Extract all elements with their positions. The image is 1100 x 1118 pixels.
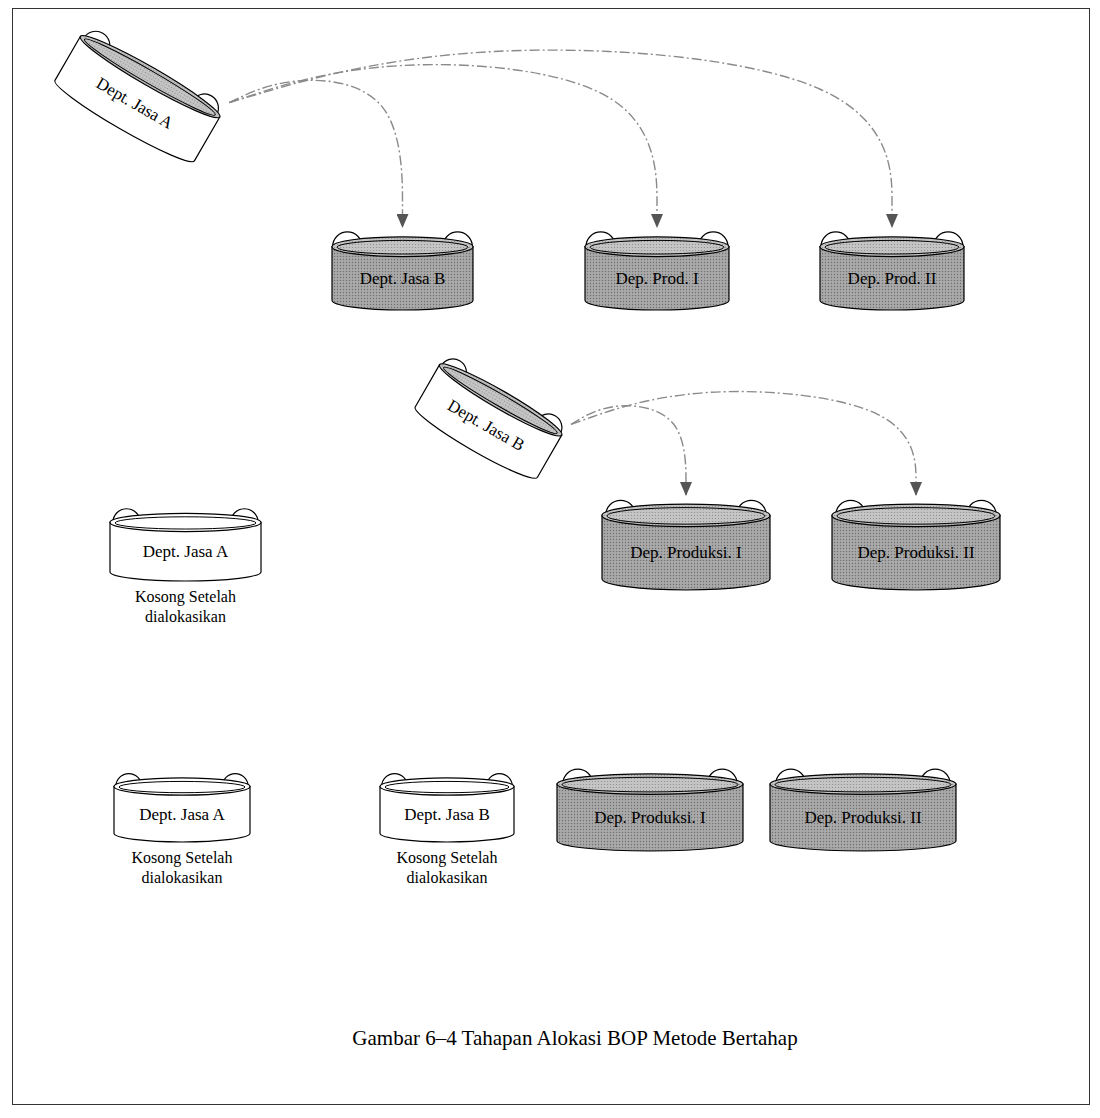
node-label: Dep. Prod. II bbox=[848, 269, 937, 289]
bucket-node: Dep. Produksi. II bbox=[830, 496, 1002, 590]
node-label: Dept. Jasa A bbox=[143, 542, 228, 562]
node-label: Dept. Jasa B bbox=[404, 805, 489, 825]
allocation-arrow bbox=[229, 65, 657, 227]
status-note: Kosong Setelah dialokasikan bbox=[364, 848, 530, 888]
node-label: Dep. Produksi. II bbox=[804, 808, 921, 828]
bucket-node: Dep. Produksi. I bbox=[555, 765, 745, 851]
node-label: Dep. Produksi. I bbox=[630, 543, 741, 563]
node-label: Dept. Jasa A bbox=[139, 805, 224, 825]
bucket-shape bbox=[555, 765, 745, 851]
bucket-shape bbox=[330, 228, 475, 310]
node-label: Dept. Jasa B bbox=[360, 269, 445, 289]
figure-border bbox=[13, 9, 1090, 1105]
node-label: Dep. Produksi. I bbox=[594, 808, 705, 828]
bucket-node: Dept. Jasa B bbox=[330, 228, 475, 310]
allocation-arrow bbox=[571, 392, 916, 495]
allocation-arrow bbox=[229, 80, 402, 227]
bucket-shape bbox=[768, 765, 958, 851]
bucket-node: Dept. Jasa AKosong Setelah dialokasikan bbox=[112, 770, 252, 842]
bucket-shape bbox=[583, 228, 731, 310]
status-note: Kosong Setelah dialokasikan bbox=[99, 848, 265, 888]
bucket-shape bbox=[818, 228, 966, 310]
bucket-shape bbox=[830, 496, 1002, 590]
status-note: Kosong Setelah dialokasikan bbox=[103, 587, 269, 627]
allocation-arrow bbox=[571, 406, 686, 495]
node-label: Dep. Prod. I bbox=[615, 269, 698, 289]
figure-caption: Gambar 6–4 Tahapan Alokasi BOP Metode Be… bbox=[100, 1026, 1050, 1051]
bucket-node: Dept. Jasa BKosong Setelah dialokasikan bbox=[378, 770, 516, 842]
bucket-node: Dept. Jasa B bbox=[409, 349, 572, 486]
allocation-arrow bbox=[229, 50, 892, 227]
node-label: Dep. Produksi. II bbox=[857, 543, 974, 563]
bucket-node: Dep. Produksi. II bbox=[768, 765, 958, 851]
bucket-node: Dept. Jasa A bbox=[49, 20, 231, 170]
bucket-node: Dept. Jasa AKosong Setelah dialokasikan bbox=[108, 505, 263, 581]
bucket-shape bbox=[600, 496, 772, 590]
bucket-node: Dep. Produksi. I bbox=[600, 496, 772, 590]
bucket-node: Dep. Prod. I bbox=[583, 228, 731, 310]
bucket-node: Dep. Prod. II bbox=[818, 228, 966, 310]
